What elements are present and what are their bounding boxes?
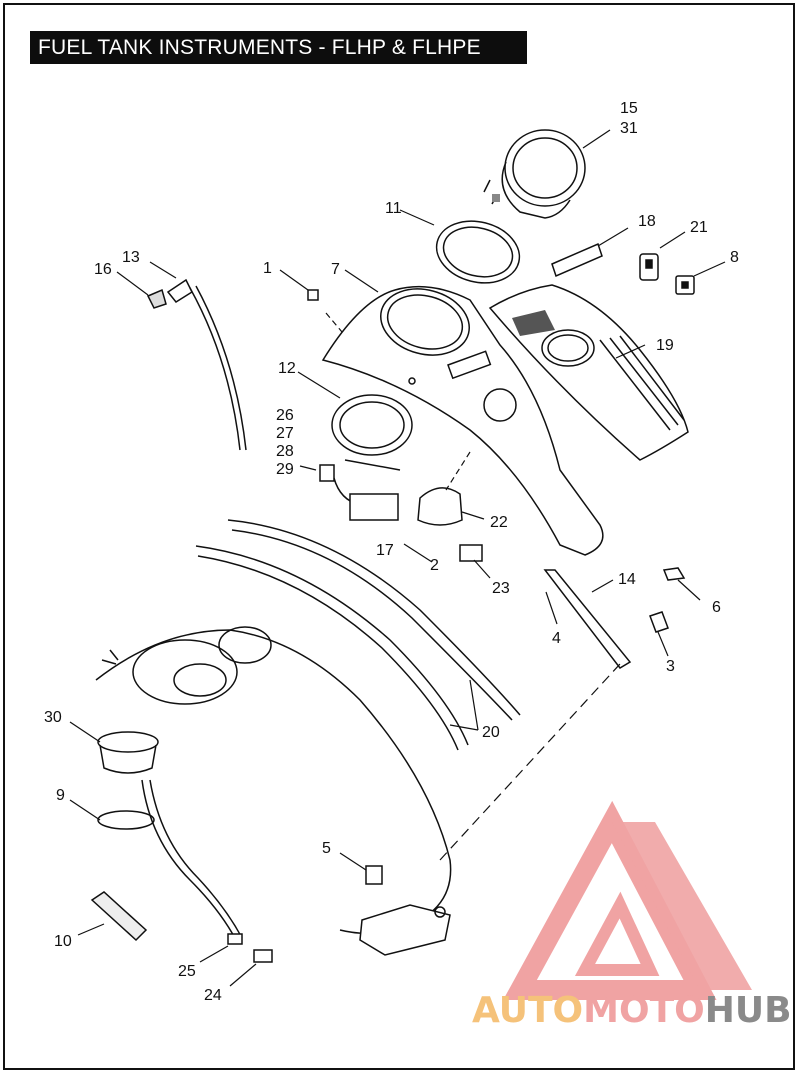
callout-28: 28 xyxy=(276,443,294,460)
watermark-logo xyxy=(503,800,752,1000)
fuel-sender xyxy=(90,731,273,963)
callout-7: 7 xyxy=(331,261,340,278)
callout-18: 18 xyxy=(638,213,656,230)
small-parts-top xyxy=(551,242,695,295)
speedometer xyxy=(483,129,586,219)
small-parts-left xyxy=(146,278,319,451)
trim-strips xyxy=(195,519,521,751)
watermark-moto: MOTO xyxy=(583,990,705,1031)
fuel-tank xyxy=(95,626,452,935)
callout-2: 2 xyxy=(430,557,439,574)
callout-23: 23 xyxy=(492,580,510,597)
callout-4: 4 xyxy=(552,630,561,647)
callout-6: 6 xyxy=(712,599,721,616)
callout-17: 17 xyxy=(376,542,394,559)
callout-13: 13 xyxy=(122,249,140,266)
callout-30: 30 xyxy=(44,709,62,726)
console-housing xyxy=(321,285,604,556)
watermark-auto: AUTO xyxy=(472,990,584,1031)
callout-16: 16 xyxy=(94,261,112,278)
tank-bracket xyxy=(359,865,451,956)
trim-ring xyxy=(435,220,521,284)
callout-3: 3 xyxy=(666,658,675,675)
callout-11: 11 xyxy=(385,200,402,217)
callout-29: 29 xyxy=(276,461,294,478)
callout-14: 14 xyxy=(618,571,636,588)
callout-labels: 15 31 11 18 21 8 13 16 1 7 19 12 26 27 2… xyxy=(44,100,739,1004)
callout-31: 31 xyxy=(620,120,638,137)
page-title: FUEL TANK INSTRUMENTS - FLHP & FLHPE xyxy=(30,31,527,64)
watermark-hub: HUB xyxy=(704,990,792,1031)
callout-22: 22 xyxy=(490,514,508,531)
callout-19: 19 xyxy=(656,337,674,354)
mount-bracket xyxy=(543,567,686,669)
callout-24: 24 xyxy=(204,987,222,1004)
callout-26: 26 xyxy=(276,407,294,424)
callout-15: 15 xyxy=(620,100,638,117)
callout-25: 25 xyxy=(178,963,196,980)
diagram-frame xyxy=(3,3,795,1070)
leader-lines xyxy=(69,129,726,987)
callout-10: 10 xyxy=(54,933,72,950)
callout-8: 8 xyxy=(730,249,739,266)
console-panel xyxy=(488,284,689,461)
callout-20: 20 xyxy=(482,724,500,741)
callout-1: 1 xyxy=(263,260,272,277)
watermark-wordmark: AUTOMOTOHUB xyxy=(472,990,792,1031)
callout-9: 9 xyxy=(56,787,65,804)
callout-21: 21 xyxy=(690,219,708,236)
lower-console-parts xyxy=(319,394,483,562)
callout-27: 27 xyxy=(276,425,294,442)
callout-5: 5 xyxy=(322,840,331,857)
callout-12: 12 xyxy=(278,360,296,377)
